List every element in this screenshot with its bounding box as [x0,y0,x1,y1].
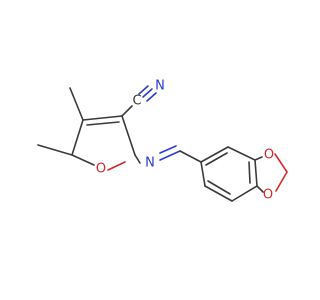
bond-ar1 [200,161,206,187]
bond-n-ch [159,150,181,161]
bond-o-ch2-top [274,153,288,173]
bond-ar6 [200,146,229,163]
nitrile-nitrogen-label: N [155,79,165,94]
bond-c3-c4 [82,115,123,121]
bond-o-c2 [107,161,126,171]
bond-ch-aryl [179,150,202,163]
bond-c3-c2 [121,115,136,156]
bond-ar-o-top [254,156,263,161]
benzene-ring [200,146,258,202]
bond-ar3 [231,185,258,202]
dioxole-ring [254,153,288,193]
bond-c2-n [134,154,141,164]
dioxole-oxygen-bottom-label: O [263,188,273,203]
bond-cn-triple-2 [138,85,149,95]
bond-ar6-inner [205,152,228,166]
bond-c3-cn [121,105,133,117]
bond-c3-c4-inner [86,121,120,126]
dioxole-oxygen-top-label: O [264,148,274,163]
bond-methyl-top [69,87,84,121]
bond-ar5 [227,146,256,161]
bond-cn-triple-3 [146,92,157,102]
bond-cn-triple-1 [142,88,153,98]
imine-nitrogen-label: N [145,156,155,171]
structure-canvas: O N C N O O [37,79,288,203]
bond-methyl-left [37,144,73,156]
molecule-diagram: O N C N O O [37,79,288,203]
bond-ch2-o-bottom [275,171,288,192]
furan-oxygen-label: O [96,162,106,177]
bond-ar4 [254,159,258,187]
bond-n-ch-double [159,145,177,154]
bond-ar2 [204,185,233,202]
bond-c5-o [71,154,95,166]
bond-c4-c5 [71,119,84,156]
nitrile-carbon-label: C [132,94,141,109]
bond-ar2-inner [207,180,231,195]
bond-ar-o-bottom [256,185,264,193]
furan-ring [71,115,136,171]
bond-ar4-inner [248,161,251,184]
